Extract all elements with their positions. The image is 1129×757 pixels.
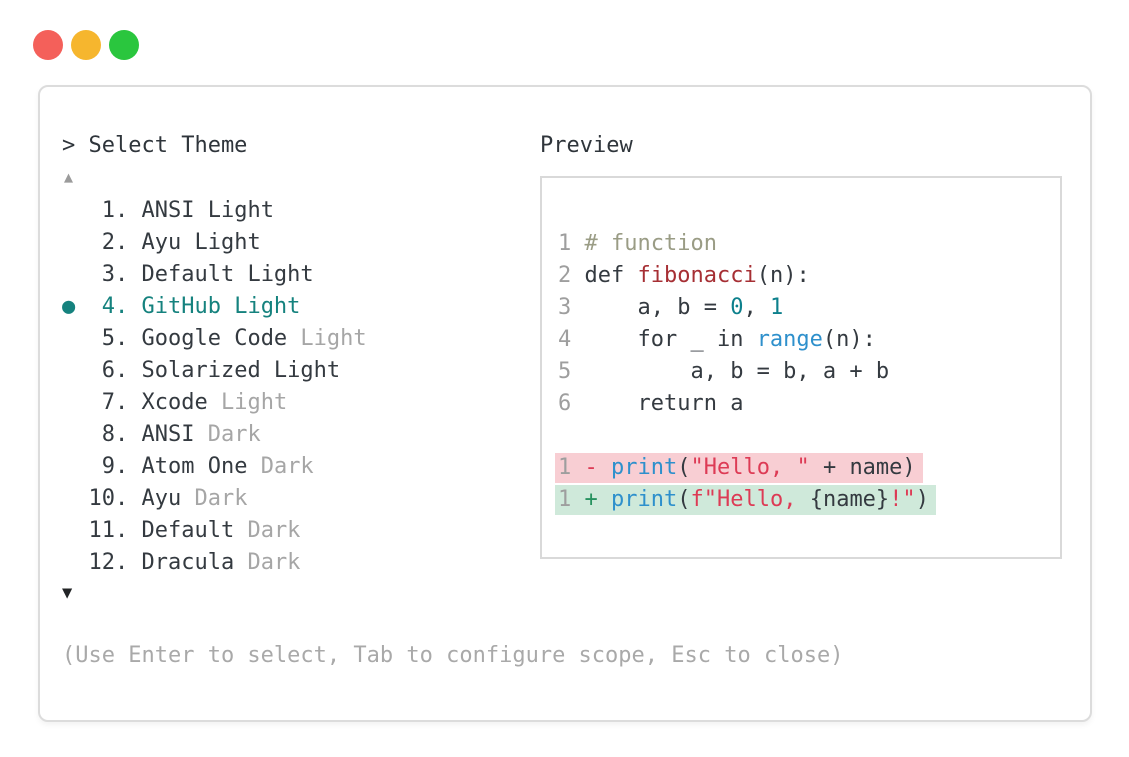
theme-option-ayu[interactable]: 10. Ayu Dark <box>62 486 248 511</box>
code-line: 4 for _ in range(n): <box>558 327 876 352</box>
code-line: 5 a, b = b, a + b <box>558 359 890 384</box>
code-line: 3 a, b = 0, 1 <box>558 295 784 320</box>
close-button[interactable] <box>33 30 63 60</box>
help-text: (Use Enter to select, Tab to configure s… <box>62 643 844 668</box>
preview-code-box: 1 # function 2 def fibonacci(n): 3 a, b = … <box>540 176 1062 559</box>
minimize-button[interactable] <box>71 30 101 60</box>
theme-option-dracula[interactable]: 12. Dracula Dark <box>62 550 301 575</box>
diff-line-removed: 1 - print("Hello, " + name) <box>555 452 1050 484</box>
theme-option-google-code[interactable]: 5. Google Code Light <box>62 326 367 351</box>
code-line <box>558 420 1050 452</box>
scroll-down-icon[interactable]: ▼ <box>62 583 73 603</box>
theme-option-xcode[interactable]: 7. Xcode Light <box>62 390 288 415</box>
theme-option-ansi[interactable]: 8. ANSI Dark <box>62 422 261 447</box>
theme-option-solarized-light[interactable]: 6. Solarized Light <box>62 358 341 383</box>
theme-option-ansi-light[interactable]: 1. ANSI Light <box>62 198 274 223</box>
theme-option-default-light[interactable]: 3. Default Light <box>62 262 314 287</box>
select-theme-title: > Select Theme <box>62 133 248 158</box>
diff-line-added: 1 + print(f"Hello, {name}!") <box>555 484 1050 516</box>
theme-selector-panel: > Select Theme ▲ 1. ANSI Light 2. Ayu Li… <box>38 85 1092 722</box>
theme-list: 1. ANSI Light 2. Ayu Light 3. Default Li… <box>62 195 1062 579</box>
code-line: 2 def fibonacci(n): <box>558 263 810 288</box>
preview-column: Preview 1 # function 2 def fibonacci(n): 3… <box>540 133 1064 559</box>
scroll-up-icon[interactable]: ▲ <box>64 168 74 186</box>
code-line: 6 return a <box>558 391 744 416</box>
theme-option-default[interactable]: 11. Default Dark <box>62 518 301 543</box>
theme-option-atom-one[interactable]: 9. Atom One Dark <box>62 454 314 479</box>
code-line: 1 # function <box>558 231 717 256</box>
theme-option-ayu-light[interactable]: 2. Ayu Light <box>62 230 261 255</box>
zoom-button[interactable] <box>109 30 139 60</box>
preview-title: Preview <box>540 133 633 158</box>
window-controls <box>33 30 139 60</box>
theme-option-github-light[interactable]: ● 4. GitHub Light <box>62 294 301 319</box>
